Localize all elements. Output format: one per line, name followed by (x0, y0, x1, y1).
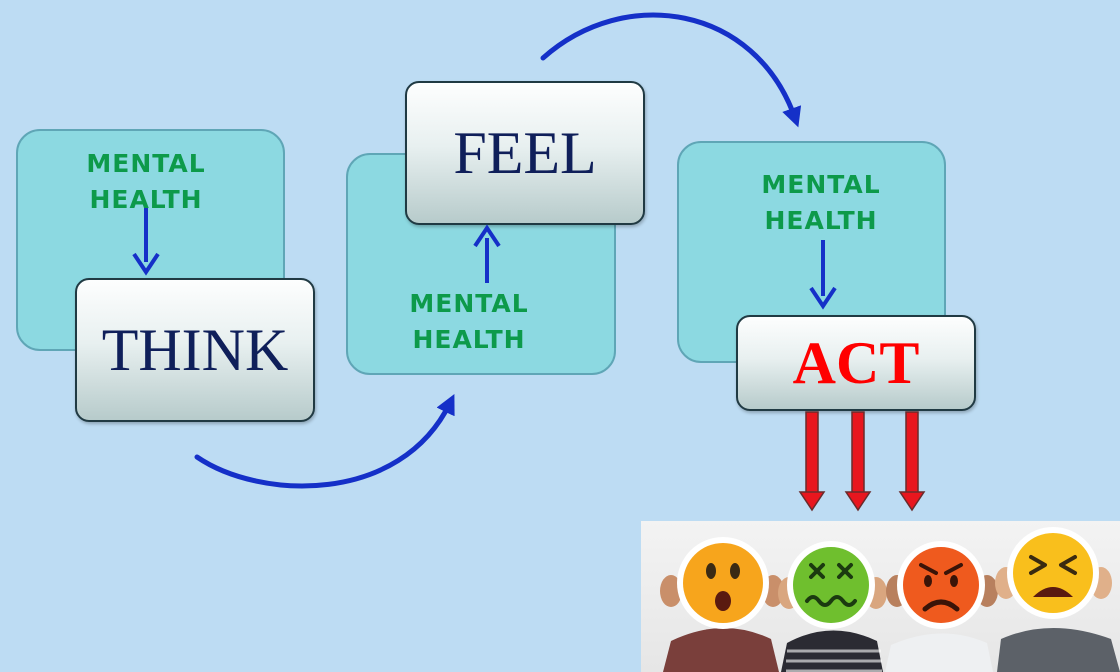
frustrated-emoji-icon (1007, 527, 1099, 619)
curve-arrow-think-to-feel (194, 394, 455, 489)
angry-emoji-icon (897, 541, 985, 629)
feel-label: FEEL (453, 119, 597, 186)
output-arrow-left (798, 411, 826, 512)
down-arrow-to-act (809, 240, 837, 310)
curve-arrow-feel-to-act (540, 12, 802, 128)
think-box: THINK (75, 278, 315, 422)
act-mental-health-label: MENTAL HEALTH (761, 170, 881, 235)
think-label: THINK (101, 316, 289, 383)
output-arrow-middle (844, 411, 872, 512)
feel-box: FEEL (405, 81, 645, 225)
up-arrow-to-feel (473, 224, 501, 283)
feel-mental-health-label: MENTAL HEALTH (409, 289, 529, 354)
act-box: ACT (736, 315, 976, 411)
think-mental-health-label: MENTAL HEALTH (86, 149, 206, 214)
emotions-photo (641, 521, 1120, 672)
down-arrow-to-think (132, 208, 160, 276)
surprised-emoji-icon (677, 537, 769, 629)
output-arrow-right (898, 411, 926, 512)
act-label: ACT (792, 329, 920, 396)
sick-emoji-icon (787, 541, 875, 629)
